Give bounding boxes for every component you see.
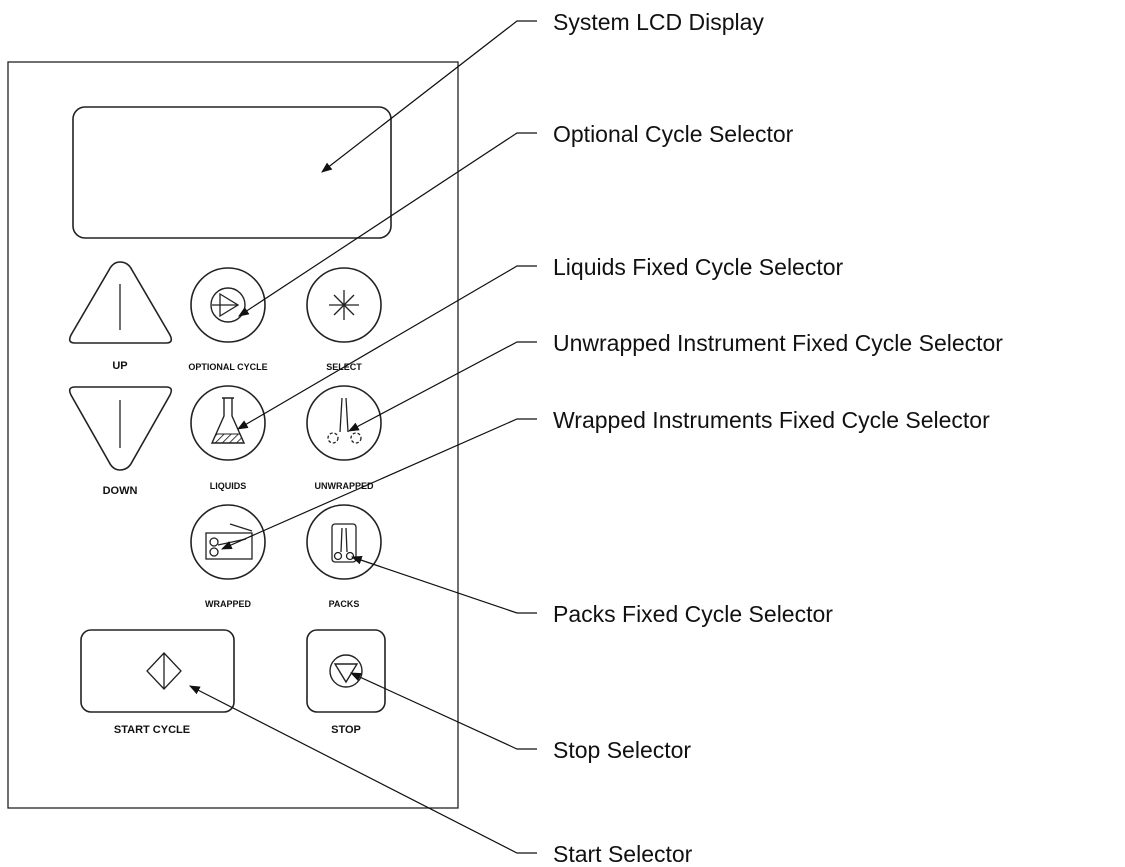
diamond-icon <box>146 652 182 690</box>
callout-unwrapped-selector: Unwrapped Instrument Fixed Cycle Selecto… <box>553 330 1003 356</box>
start-cycle-button[interactable]: START CYCLE <box>80 629 235 736</box>
down-label: DOWN <box>103 485 138 497</box>
stop-label: STOP <box>331 724 361 736</box>
callout-start-selector: Start Selector <box>553 841 693 867</box>
stop-triangle-icon <box>329 654 363 688</box>
liquids-label: LIQUIDS <box>210 481 247 491</box>
unwrapped-button[interactable]: UNWRAPPED <box>306 385 382 491</box>
wrapped-label: WRAPPED <box>205 599 252 609</box>
lcd-display <box>72 106 392 239</box>
callout-lcd-display: System LCD Display <box>553 9 764 35</box>
callout-leaders <box>189 20 537 854</box>
asterisk-icon <box>329 290 359 320</box>
wrapped-instrument-icon <box>205 523 253 560</box>
panel-outline <box>7 61 459 809</box>
leader-optional <box>238 132 537 317</box>
select-button[interactable]: SELECT <box>306 267 382 372</box>
leader-liquids <box>237 265 537 430</box>
callout-stop-selector: Stop Selector <box>553 737 691 763</box>
start-cycle-label: START CYCLE <box>114 724 190 736</box>
callout-optional-cycle-selector: Optional Cycle Selector <box>553 121 794 147</box>
leader-start <box>189 685 537 854</box>
up-triangle-icon <box>68 261 173 344</box>
down-button[interactable]: DOWN <box>68 386 173 497</box>
play-circle-icon <box>210 287 246 323</box>
down-triangle-icon <box>68 386 173 471</box>
leader-unwrapped <box>348 341 537 432</box>
up-button[interactable]: UP <box>68 261 173 372</box>
optional-cycle-button[interactable]: OPTIONAL CYCLE <box>188 267 268 372</box>
liquids-button[interactable]: LIQUIDS <box>190 385 266 491</box>
scissors-icon <box>327 397 362 444</box>
leader-wrapped <box>221 418 537 550</box>
flask-icon <box>210 397 246 444</box>
wrapped-button[interactable]: WRAPPED <box>190 504 266 609</box>
callout-wrapped-selector: Wrapped Instruments Fixed Cycle Selector <box>553 407 990 433</box>
unwrapped-label: UNWRAPPED <box>314 481 374 491</box>
optional-cycle-label: OPTIONAL CYCLE <box>188 362 267 372</box>
up-label: UP <box>112 360 127 372</box>
packs-button[interactable]: PACKS <box>306 504 382 609</box>
leader-packs <box>350 556 537 614</box>
callout-liquids-selector: Liquids Fixed Cycle Selector <box>553 254 844 280</box>
pack-scissors-icon <box>331 523 357 563</box>
callout-packs-selector: Packs Fixed Cycle Selector <box>553 601 833 627</box>
packs-label: PACKS <box>329 599 360 609</box>
leader-lcd <box>321 20 537 173</box>
leader-stop <box>350 672 537 750</box>
